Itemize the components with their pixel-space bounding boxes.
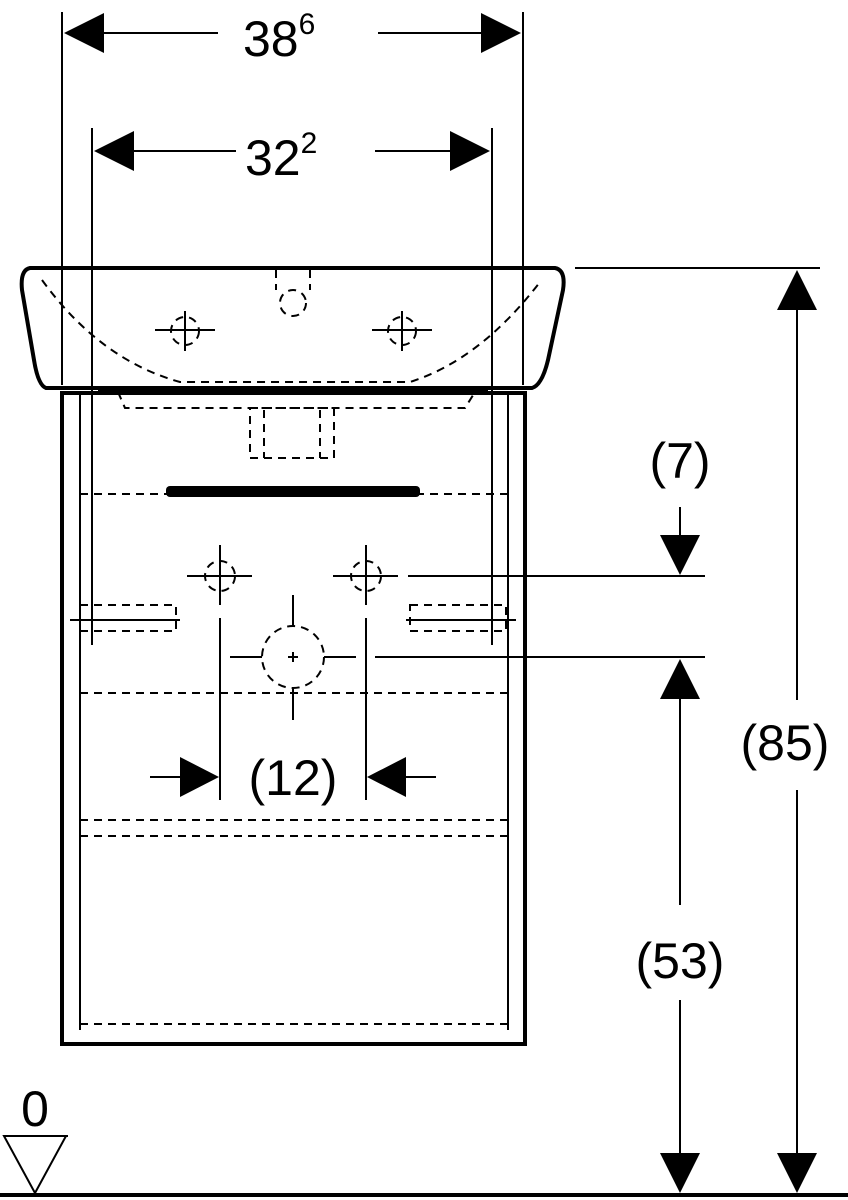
tap-hole-left-icon: [155, 311, 215, 351]
arrow-left-icon: [64, 13, 104, 53]
washbasin: [19, 266, 566, 459]
arrow-right-icon: [180, 757, 219, 797]
drain-height-dimension: (53): [375, 656, 725, 1193]
bowl-width-base: 32: [245, 130, 301, 186]
arrow-left-icon: [367, 757, 406, 797]
overall-width-label: 386: [243, 8, 315, 67]
arrow-down-icon: [660, 535, 700, 575]
floor-level-label: 0: [21, 1081, 49, 1137]
bowl-width-label: 322: [245, 127, 317, 186]
drain-spacing-dimension: (12): [150, 618, 436, 806]
arrow-down-icon: [777, 1153, 817, 1193]
arrow-left-icon: [94, 131, 134, 171]
supply-offset-label: (7): [649, 433, 710, 489]
tap-hole-right-icon: [372, 311, 432, 351]
level-triangle-icon: [2, 1135, 68, 1196]
arrow-down-icon: [660, 1153, 700, 1193]
drain-icon: [230, 595, 356, 720]
supply-right-icon: [333, 545, 398, 605]
supply-left-icon: [187, 545, 252, 605]
overall-width-sup: 6: [299, 8, 316, 41]
supply-offset-dimension: (7): [408, 433, 711, 577]
arrow-right-icon: [450, 131, 490, 171]
drain-spacing-label: (12): [249, 750, 338, 806]
drawer-handle: [166, 486, 420, 497]
vanity-cabinet: [60, 391, 527, 1046]
drain-height-label: (53): [636, 933, 725, 989]
arrow-up-icon: [777, 270, 817, 310]
arrow-up-icon: [660, 659, 700, 699]
bowl-width-sup: 2: [301, 127, 318, 160]
total-height-label: (85): [741, 715, 830, 771]
total-height-dimension: (85): [575, 267, 830, 1193]
overall-width-base: 38: [243, 11, 299, 67]
arrow-right-icon: [481, 13, 521, 53]
floor-level: 0: [0, 1081, 848, 1197]
overall-width-dimension: 386: [61, 8, 524, 385]
